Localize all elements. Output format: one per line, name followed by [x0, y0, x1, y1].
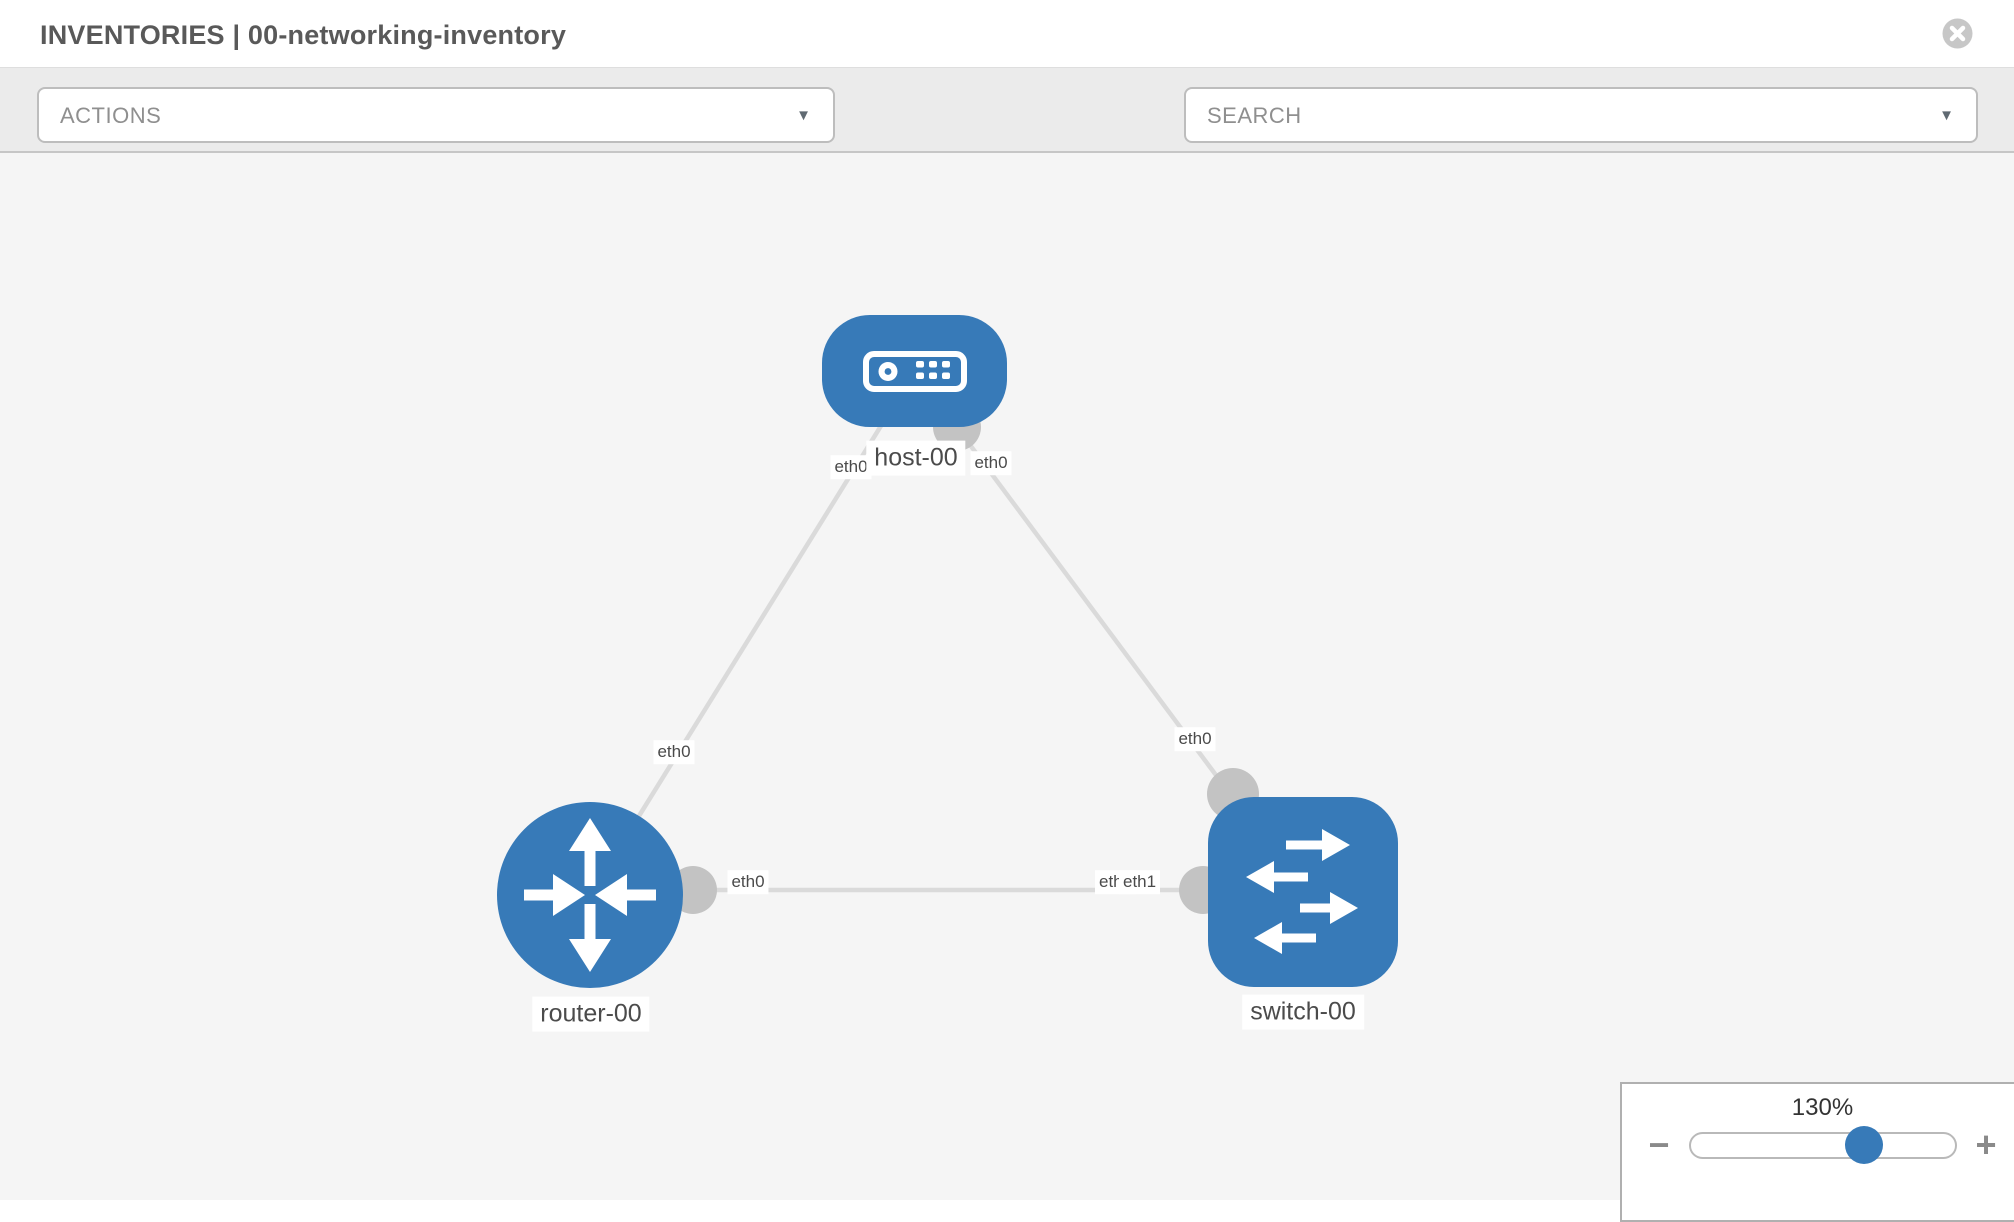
search-dropdown-label: SEARCH — [1207, 103, 1302, 128]
interface-connectors — [669, 403, 1259, 914]
node-switch-00[interactable] — [1208, 797, 1398, 987]
close-button[interactable] — [1942, 18, 1973, 49]
zoom-slider-handle[interactable] — [1844, 1125, 1883, 1164]
chevron-down-icon: ▼ — [796, 107, 811, 124]
zoom-slider-track[interactable] — [1688, 1125, 1957, 1164]
zoom-level-value: 130% — [1791, 1094, 1854, 1121]
topology-graph — [497, 315, 1398, 988]
node-label-router: router-00 — [532, 996, 650, 1032]
node-label-switch: switch-00 — [1242, 994, 1364, 1030]
interface-label: eth0 — [830, 455, 872, 479]
topology-canvas[interactable]: eth0 eth0 eth0 eth0 eth0 eth0 eth1 host-… — [0, 153, 2014, 1200]
close-icon — [1942, 18, 1973, 49]
router-icon — [524, 818, 656, 972]
chevron-down-icon: ▼ — [1939, 107, 1954, 124]
page-title: INVENTORIES | 00-networking-inventory — [40, 20, 567, 50]
zoom-control-panel: 130% − + — [1620, 1082, 2014, 1222]
actions-dropdown-label: ACTIONS — [60, 103, 162, 128]
search-dropdown[interactable]: SEARCH ▼ — [1184, 87, 1978, 143]
host-icon — [863, 351, 967, 392]
node-router-00[interactable] — [497, 802, 683, 988]
interface-label: eth0 — [727, 870, 769, 894]
interface-label: eth0 — [1174, 727, 1216, 751]
node-label-host: host-00 — [866, 440, 966, 476]
zoom-slider-row: − + — [1622, 1124, 2014, 1165]
zoom-out-button[interactable]: − — [1648, 1124, 1670, 1165]
interface-label: eth0 — [653, 740, 695, 764]
interface-label: eth1 — [1119, 870, 1161, 894]
toolbar: ACTIONS ▼ SEARCH ▼ — [0, 68, 2014, 199]
node-host-00[interactable] — [822, 315, 1007, 427]
zoom-in-button[interactable]: + — [1975, 1124, 1997, 1165]
switch-icon — [1246, 829, 1358, 954]
interface-label: eth0 — [970, 451, 1012, 475]
header-bar: INVENTORIES | 00-networking-inventory — [0, 0, 2014, 68]
actions-dropdown[interactable]: ACTIONS ▼ — [37, 87, 835, 143]
